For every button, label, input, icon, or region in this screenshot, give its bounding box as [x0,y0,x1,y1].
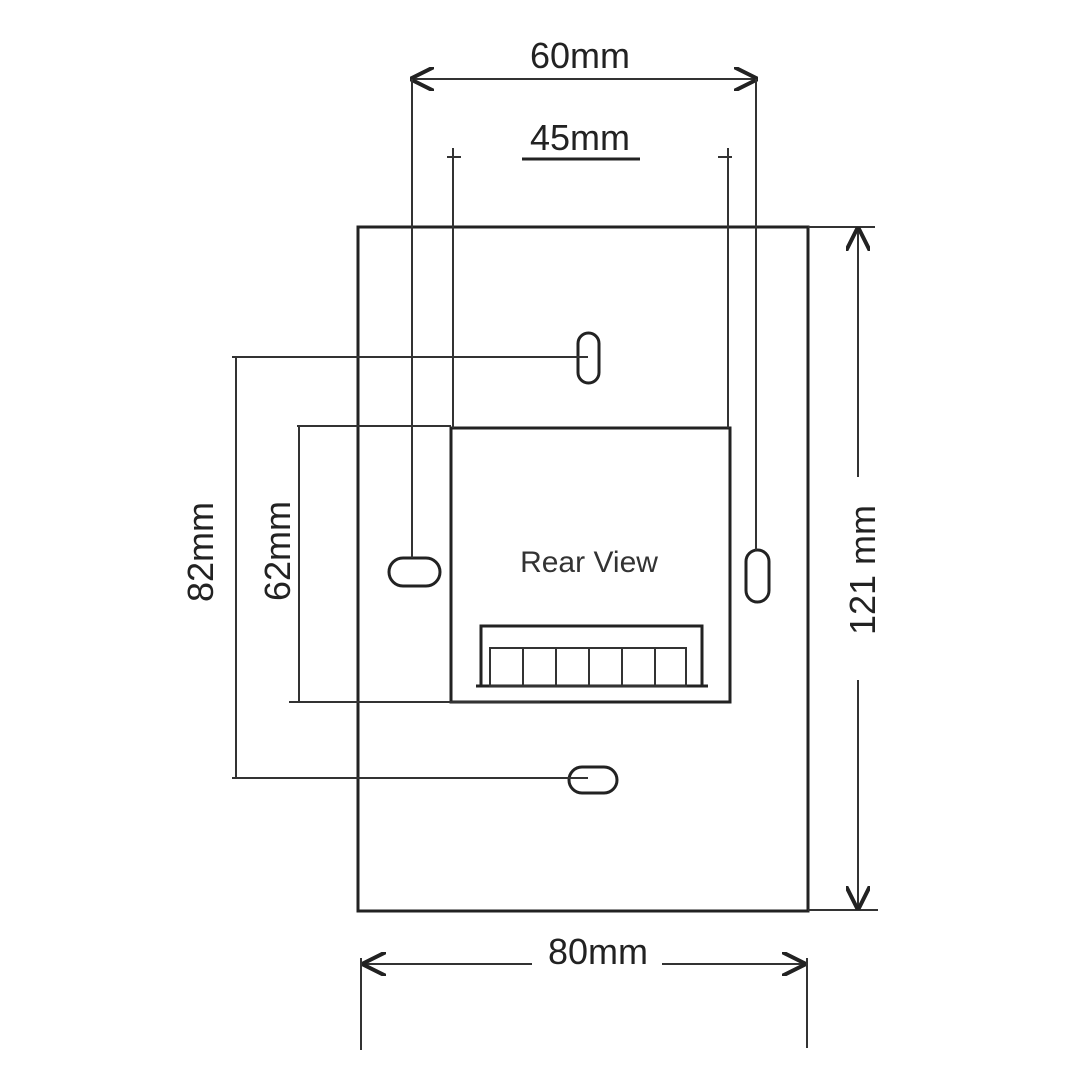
dim-80mm-label: 80mm [548,931,648,972]
dim-45mm-label: 45mm [530,117,630,158]
terminal-block-slots [489,647,687,687]
dim-62mm-label: 62mm [257,501,298,601]
terminal-block-outline [479,624,704,688]
dim-60mm-label: 60mm [530,35,630,76]
dim-121mm-label: 121 mm [842,505,883,635]
rear-view-label: Rear View [520,546,658,579]
back-box [449,426,732,704]
left-mounting-slot [387,556,442,588]
bottom-mounting-slot [567,765,619,795]
right-mounting-slot [744,548,771,604]
dim-82mm-label: 82mm [180,502,221,602]
outer-plate [356,225,810,913]
